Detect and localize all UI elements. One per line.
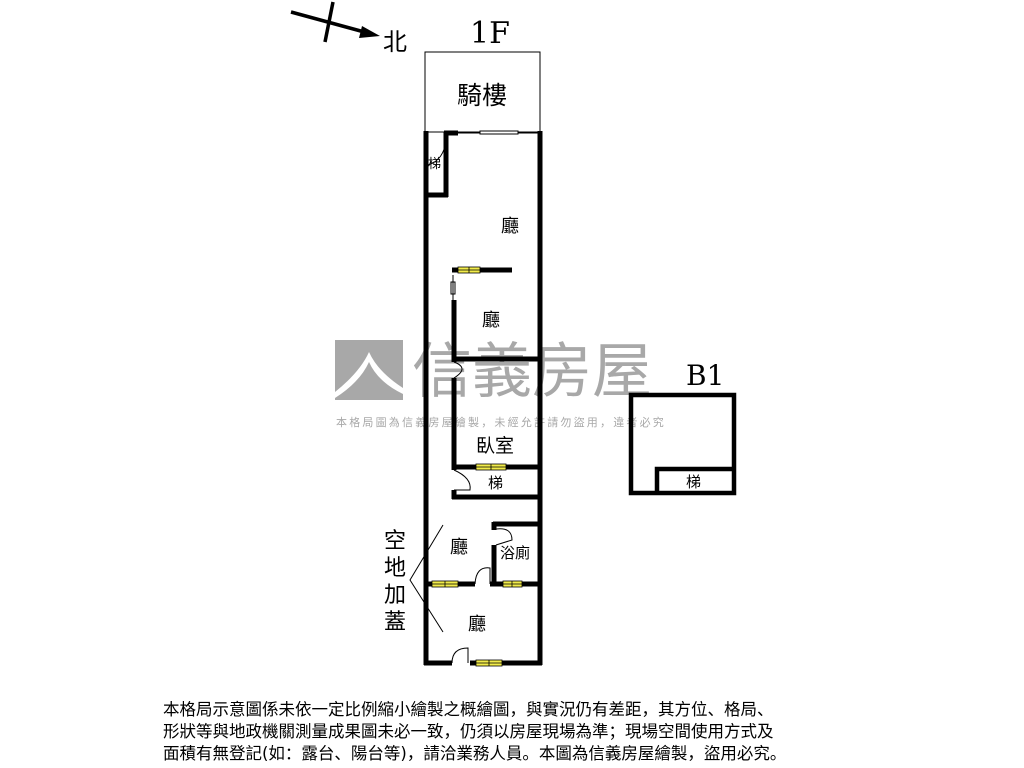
room-living-4: 廳 <box>468 614 486 635</box>
north-arrow: 北 <box>290 1 407 56</box>
annotation-char: 加 <box>384 583 406 608</box>
room-stairs-top: 梯 <box>428 157 441 172</box>
annotation-char: 蓋 <box>384 610 406 635</box>
disclaimer-line: 面積有無登記(如：露台、陽台等)，請洽業務人員。本圖為信義房屋繪製，盜用必究。 <box>163 744 787 763</box>
watermark-notice: 本格局圖為信義房屋繪製，未經允許請勿盜用，違者必究 <box>336 415 666 429</box>
room-stairs-mid: 梯 <box>488 474 503 492</box>
floor-b1-title: B1 <box>686 359 724 392</box>
room-b1-stairs: 梯 <box>686 473 701 491</box>
room-bathroom: 浴廁 <box>500 544 530 562</box>
watermark-brand: 信義房屋 <box>412 337 652 407</box>
windows-1f <box>431 266 523 667</box>
room-arcade: 騎樓 <box>457 81 507 110</box>
annotation-char: 地 <box>384 556 406 581</box>
room-living-3: 廳 <box>450 537 468 558</box>
disclaimer-line: 本格局示意圖係未依一定比例縮小繪製之概繪圖，與實況仍有差距，其方位、格局、 <box>163 700 774 719</box>
room-living-2: 廳 <box>482 310 500 331</box>
watermark-logo-icon <box>335 340 403 400</box>
floor-1f-title: 1F <box>470 16 510 51</box>
thin-lines-1f <box>409 130 540 664</box>
annotation-char: 空 <box>384 529 406 554</box>
watermark: 信義房屋 本格局圖為信義房屋繪製，未經允許請勿盜用，違者必究 <box>335 337 666 429</box>
annotation-rooftop-addition: 空 地 加 蓋 <box>384 529 406 635</box>
disclaimer-line: 形狀等與地政機關測量成果圖未必一致，仍須以房屋現場為準；現場空間使用方式及 <box>163 722 774 741</box>
north-label: 北 <box>383 28 407 56</box>
walls-b1 <box>628 392 737 496</box>
room-bedroom: 臥室 <box>476 435 514 457</box>
disclaimer: 本格局示意圖係未依一定比例縮小繪製之概繪圖，與實況仍有差距，其方位、格局、 形狀… <box>163 699 883 765</box>
room-living-1: 廳 <box>501 216 519 237</box>
